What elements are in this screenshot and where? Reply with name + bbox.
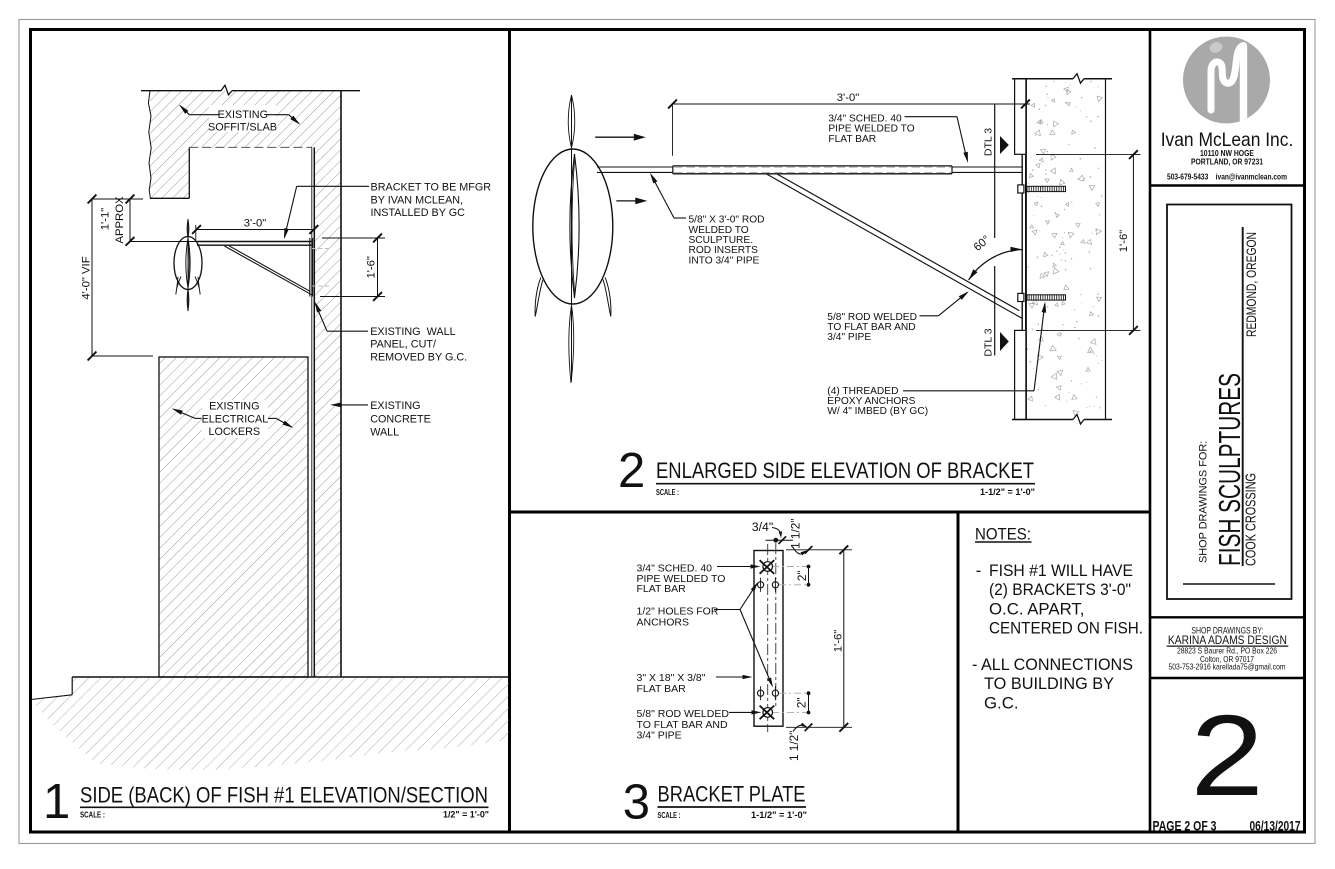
svg-text:BY IVAN MCLEAN,: BY IVAN MCLEAN, — [371, 194, 464, 206]
svg-text:(2) BRACKETS 3'-0": (2) BRACKETS 3'-0" — [989, 580, 1131, 599]
svg-text:1-1/2" = 1'-0": 1-1/2" = 1'-0" — [751, 810, 807, 821]
svg-text:3: 3 — [623, 776, 650, 830]
svg-text:1'-6": 1'-6" — [833, 630, 845, 653]
svg-text:TO BUILDING BY: TO BUILDING BY — [984, 674, 1114, 693]
svg-text:CENTERED ON FISH.: CENTERED ON FISH. — [989, 619, 1143, 638]
svg-text:06/13/2017: 06/13/2017 — [1250, 819, 1301, 834]
svg-text:WALL: WALL — [370, 427, 399, 439]
svg-text:ROD INSERTS: ROD INSERTS — [689, 245, 759, 256]
svg-text:3" X 18" X 3/8": 3" X 18" X 3/8" — [637, 672, 706, 684]
svg-text:ENLARGED SIDE ELEVATION OF BRA: ENLARGED SIDE ELEVATION OF BRACKET — [656, 458, 1034, 483]
svg-text:DTL 3: DTL 3 — [983, 328, 995, 356]
svg-text:EXISTING: EXISTING — [370, 400, 420, 412]
svg-text:FISH #1 WILL HAVE: FISH #1 WILL HAVE — [989, 561, 1133, 580]
svg-text:EPOXY ANCHORS: EPOXY ANCHORS — [827, 396, 915, 407]
svg-text:Ivan McLean Inc.: Ivan McLean Inc. — [1161, 129, 1294, 151]
svg-text:- ALL CONNECTIONS: - ALL CONNECTIONS — [972, 655, 1133, 674]
svg-text:SHOP DRAWINGS BY:: SHOP DRAWINGS BY: — [1191, 626, 1263, 637]
svg-text:INTO 3/4" PIPE: INTO 3/4" PIPE — [689, 255, 760, 266]
svg-text:KARINA ADAMS DESIGN: KARINA ADAMS DESIGN — [1168, 635, 1287, 647]
svg-text:2: 2 — [618, 444, 645, 498]
svg-text:SOFFIT/SLAB: SOFFIT/SLAB — [208, 121, 277, 133]
svg-text:FLAT BAR: FLAT BAR — [828, 134, 876, 145]
svg-text:4'-0" VIF: 4'-0" VIF — [81, 256, 93, 299]
svg-text:503-679-5433 ivan@ivanmclea: 503-679-5433 ivan@ivanmclean.com — [1167, 173, 1287, 182]
svg-text:3/4" SCHED. 40: 3/4" SCHED. 40 — [828, 113, 902, 124]
svg-text:-: - — [976, 561, 982, 580]
svg-text:5/8" ROD WELDED: 5/8" ROD WELDED — [637, 708, 730, 720]
svg-text:BRACKET PLATE: BRACKET PLATE — [658, 782, 806, 807]
svg-text:1: 1 — [43, 775, 70, 829]
svg-text:1/2" = 1'-0": 1/2" = 1'-0" — [443, 810, 489, 821]
svg-text:FISH SCULPTURES: FISH SCULPTURES — [1213, 373, 1247, 566]
svg-text:REMOVED BY G.C.: REMOVED BY G.C. — [370, 351, 467, 363]
svg-text:SCALE :: SCALE : — [658, 811, 681, 820]
svg-text:W/ 4" IMBED (BY GC): W/ 4" IMBED (BY GC) — [827, 406, 928, 417]
svg-text:TO FLAT BAR AND: TO FLAT BAR AND — [827, 322, 915, 333]
svg-text:1'-6": 1'-6" — [1118, 230, 1130, 253]
svg-text:ANCHORS: ANCHORS — [637, 616, 690, 628]
svg-text:Colton, OR 97017: Colton, OR 97017 — [1200, 655, 1254, 664]
svg-text:10110 NW HOGE: 10110 NW HOGE — [1200, 149, 1254, 158]
svg-text:WELDED TO: WELDED TO — [689, 225, 749, 236]
svg-text:3'-0": 3'-0" — [244, 218, 267, 230]
svg-text:PAGE 2 OF 3: PAGE 2 OF 3 — [1153, 819, 1217, 834]
svg-text:G.C.: G.C. — [984, 693, 1019, 712]
svg-text:DTL 3: DTL 3 — [983, 128, 995, 156]
svg-text:PANEL, CUT/: PANEL, CUT/ — [370, 339, 436, 351]
svg-text:1-1/2" = 1'-0": 1-1/2" = 1'-0" — [980, 487, 1035, 498]
svg-text:PORTLAND, OR 97231: PORTLAND, OR 97231 — [1191, 158, 1263, 167]
svg-text:3'-0": 3'-0" — [837, 92, 860, 104]
svg-text:SIDE (BACK) OF FISH #1 ELEVATI: SIDE (BACK) OF FISH #1 ELEVATION/SECTION — [80, 782, 488, 807]
svg-text:PIPE WELDED TO: PIPE WELDED TO — [828, 124, 914, 135]
svg-text:5/8" ROD WELDED: 5/8" ROD WELDED — [827, 312, 917, 323]
svg-text:EXISTING: EXISTING — [218, 109, 268, 121]
svg-text:COOK CROSSING: COOK CROSSING — [1243, 473, 1259, 566]
svg-text:1 1/2": 1 1/2" — [789, 518, 803, 548]
svg-text:APPROX: APPROX — [114, 196, 126, 244]
svg-text:PIPE WELDED TO: PIPE WELDED TO — [637, 573, 726, 585]
svg-text:BRACKET TO BE MFGR: BRACKET TO BE MFGR — [371, 182, 492, 194]
svg-text:2": 2" — [795, 570, 809, 581]
svg-text:1'-6": 1'-6" — [366, 256, 378, 279]
svg-text:EXISTING: EXISTING — [209, 400, 259, 412]
svg-text:2: 2 — [1191, 692, 1264, 820]
svg-text:503-753-2916 karellada75@gmail: 503-753-2916 karellada75@gmail.com — [1169, 662, 1286, 671]
svg-text:CONCRETE: CONCRETE — [370, 413, 431, 425]
svg-text:28823 S Baurer Rd., PO Box 226: 28823 S Baurer Rd., PO Box 226 — [1177, 647, 1277, 656]
svg-text:REDMOND, OREGON: REDMOND, OREGON — [1244, 232, 1259, 337]
svg-text:O.C. APART,: O.C. APART, — [989, 599, 1084, 618]
svg-text:3/4" PIPE: 3/4" PIPE — [827, 332, 871, 343]
svg-text:5/8" X 3'-0" ROD: 5/8" X 3'-0" ROD — [689, 215, 765, 226]
svg-text:SHOP DRAWINGS FOR:: SHOP DRAWINGS FOR: — [1198, 441, 1210, 563]
svg-text:NOTES:: NOTES: — [975, 525, 1031, 544]
svg-text:ELECTRICAL: ELECTRICAL — [202, 413, 269, 425]
svg-text:(4) THREADED: (4) THREADED — [827, 386, 898, 397]
svg-text:SCULPTURE.: SCULPTURE. — [689, 235, 754, 246]
svg-text:2": 2" — [795, 697, 809, 708]
svg-text:1'-1": 1'-1" — [100, 208, 112, 231]
svg-text:FLAT BAR: FLAT BAR — [637, 683, 687, 695]
svg-text:INSTALLED BY GC: INSTALLED BY GC — [371, 207, 466, 219]
svg-text:TO FLAT BAR AND: TO FLAT BAR AND — [637, 719, 728, 731]
svg-text:3/4" SCHED. 40: 3/4" SCHED. 40 — [637, 563, 713, 575]
svg-text:FLAT BAR: FLAT BAR — [637, 583, 687, 595]
svg-text:EXISTING WALL: EXISTING WALL — [370, 326, 455, 338]
svg-text:1 1/2": 1 1/2" — [787, 731, 801, 761]
svg-text:3/4": 3/4" — [752, 520, 773, 534]
svg-text:3/4" PIPE: 3/4" PIPE — [637, 729, 682, 741]
svg-text:1/2" HOLES FOR: 1/2" HOLES FOR — [637, 606, 719, 618]
svg-text:SCALE :: SCALE : — [80, 811, 105, 820]
svg-text:LOCKERS: LOCKERS — [208, 426, 260, 438]
svg-text:SCALE :: SCALE : — [656, 488, 679, 497]
